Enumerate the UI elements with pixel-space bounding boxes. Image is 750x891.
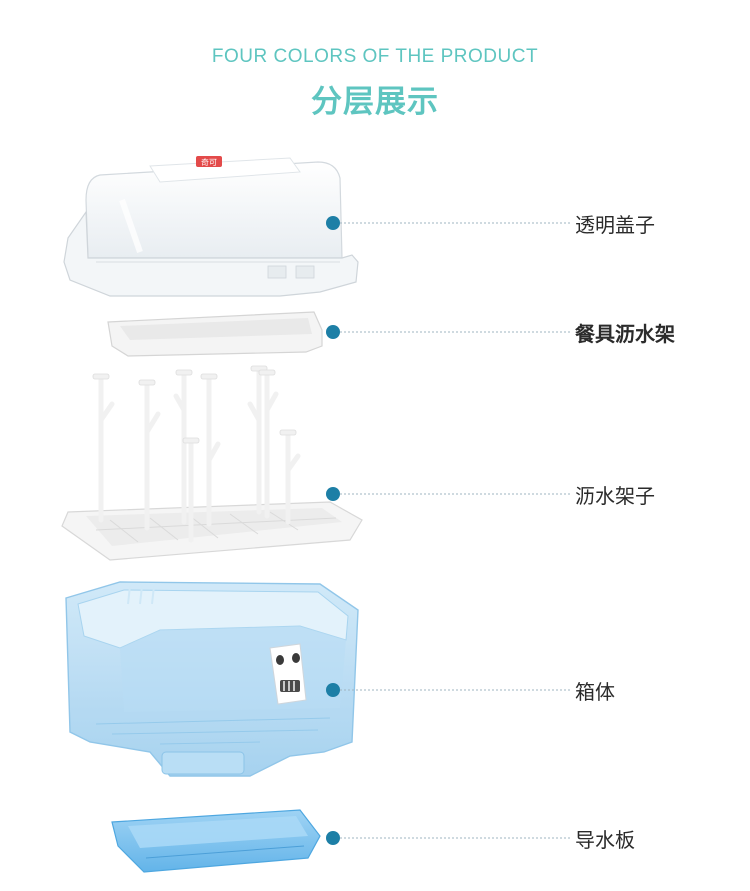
- box-part: [65, 581, 359, 777]
- callout-label-lid: 透明盖子: [575, 213, 655, 237]
- callout-label-box: 箱体: [575, 680, 615, 704]
- header-title-en: FOUR COLORS OF THE PRODUCT: [211, 46, 539, 67]
- callout-label-rack: 沥水架子: [575, 484, 655, 508]
- callout-dot-icon: [326, 216, 340, 230]
- callout-dot-icon: [326, 487, 340, 501]
- callout-label-drain: 导水板: [575, 828, 635, 852]
- callout-dots: [326, 216, 340, 845]
- callout-dot-icon: [326, 325, 340, 339]
- header-title-cn: 分层展示: [311, 84, 439, 120]
- lid-badge-text: 奇可: [201, 157, 217, 167]
- callout-label-tray: 餐具沥水架: [575, 322, 675, 346]
- tray-part: [107, 311, 323, 357]
- lid-brand-badge: [196, 156, 222, 167]
- callout-dot-icon: [326, 831, 340, 845]
- panda-clip-icon: [269, 643, 307, 705]
- rack-part: [61, 365, 363, 561]
- drain-board-part: [111, 809, 321, 873]
- callout-lines: [340, 222, 570, 839]
- callout-dot-icon: [326, 683, 340, 697]
- lid-part: 奇可: [63, 156, 359, 297]
